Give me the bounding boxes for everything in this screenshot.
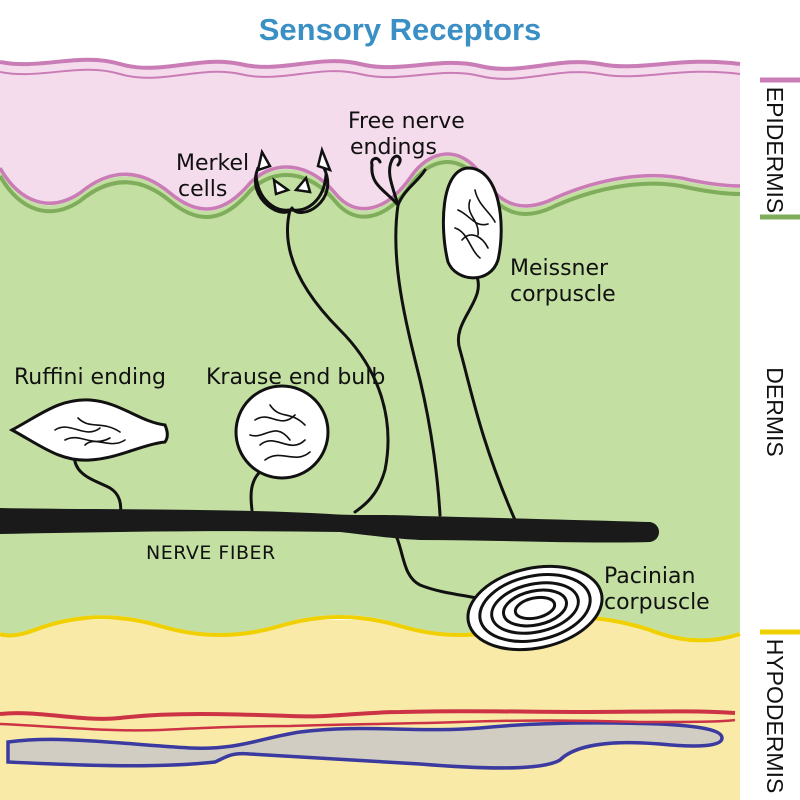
meissner-fiber — [456, 270, 517, 522]
hypodermis-border — [0, 615, 741, 643]
svg-text:Merkel cells: Merkel cells — [176, 151, 256, 202]
krause-label: Krause end bulb — [206, 365, 385, 390]
nerve-fiber — [0, 508, 659, 543]
epidermis-top-border-inner — [0, 68, 741, 80]
pacinian-label-line2: corpuscle — [604, 590, 710, 615]
blood-vessels — [0, 709, 736, 770]
free-nerve-fiber — [394, 203, 442, 517]
meissner-corpuscle — [441, 166, 503, 280]
epidermis-label: EPIDERMIS — [762, 87, 788, 214]
vein-fill — [6, 721, 724, 770]
meissner-label-line1: Meissner — [510, 256, 609, 281]
merkel-cells — [254, 145, 333, 214]
pacinian-corpuscle — [466, 564, 604, 652]
diagram-title: Sensory Receptors — [259, 12, 542, 47]
ruffini-ending — [8, 398, 169, 462]
svg-text:Meissner corpuscle: Meissner corpuscle — [510, 256, 616, 307]
receptor-labels: Merkel cells Free nerve endings Meissner… — [14, 109, 710, 615]
ruffini-label: Ruffini ending — [14, 365, 166, 390]
pacinian-label-line1: Pacinian — [604, 564, 695, 589]
artery — [0, 709, 736, 721]
merkel-label-line2: cells — [178, 177, 227, 202]
dermis-label: DERMIS — [762, 367, 788, 456]
hypodermis-label: HYPODERMIS — [762, 639, 788, 794]
svg-text:Free nerve endings: Free nerve endings — [348, 109, 472, 160]
artery-lower — [0, 718, 736, 732]
epidermis-dermis-border-pink — [0, 152, 741, 211]
ruffini-fiber — [72, 448, 123, 517]
meissner-label-line2: corpuscle — [510, 282, 616, 307]
nerve-fiber-label: NERVE FIBER — [146, 542, 276, 564]
epidermis-layer — [0, 59, 740, 212]
svg-text:Pacinian corpuscle: Pacinian corpuscle — [604, 564, 710, 615]
epidermis-dermis-border-green — [0, 160, 741, 219]
merkel-cell-icon — [293, 175, 312, 194]
free-nerve-label-line1: Free nerve — [348, 109, 465, 134]
merkel-cell-icon — [272, 177, 291, 196]
free-nerve-endings — [370, 154, 427, 207]
merkel-cell-icon — [316, 145, 333, 173]
merkel-fiber — [285, 208, 390, 514]
krause-end-bulb — [234, 384, 330, 480]
epidermis-top-border — [0, 57, 741, 71]
layer-sidebar: EPIDERMIS DERMIS HYPODERMIS — [760, 77, 800, 794]
free-nerve-label-line2: endings — [350, 135, 437, 160]
merkel-cell-icon — [256, 148, 272, 172]
merkel-label-line1: Merkel — [176, 151, 249, 176]
